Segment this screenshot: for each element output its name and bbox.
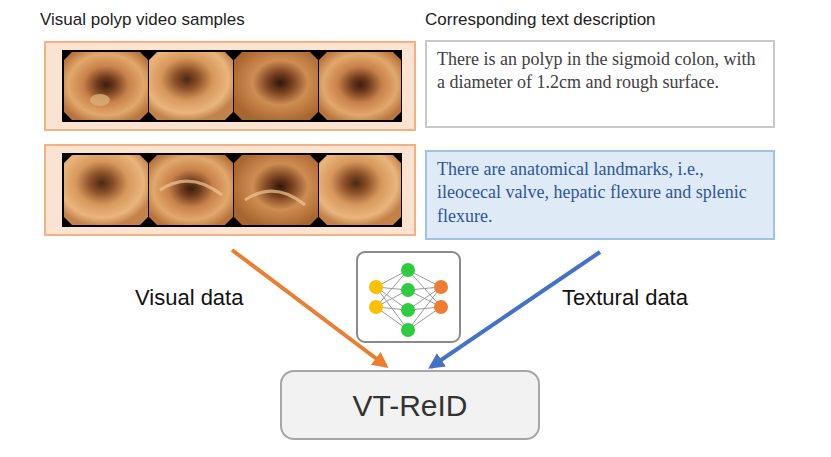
box-text: VT-ReID [352,386,467,425]
box-text: There is an polyp in the sigmoid colon, … [437,48,763,95]
label-text: Visual polyp video samples [40,10,245,30]
label-text: Visual data [135,285,243,311]
text-description-box: There is an polyp in the sigmoid colon, … [425,40,775,128]
endoscopy-frames [62,50,402,227]
model-box: VT-ReID [280,370,540,440]
visual-arrow [232,250,386,366]
landmark-description-box: There are anatomical landmarks, i.e., il… [425,150,775,240]
network-icon [357,252,460,342]
label-text: Corresponding text description [425,10,656,30]
label-text: Textural data [562,285,688,311]
box-text: There are anatomical landmarks, i.e., il… [437,158,763,228]
